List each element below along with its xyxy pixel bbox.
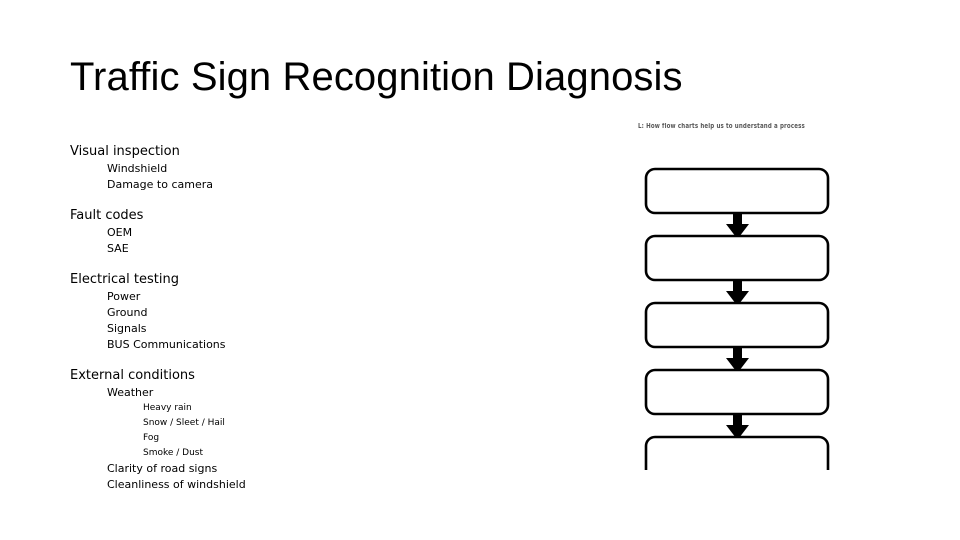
- list-item: OEM: [107, 226, 133, 239]
- list-item: BUS Communications: [107, 338, 226, 351]
- page-title: Traffic Sign Recognition Diagnosis: [70, 55, 683, 99]
- list-item: Damage to camera: [107, 178, 213, 191]
- outline-group: Fault codes OEM SAE: [70, 207, 560, 257]
- list-item: Windshield: [107, 162, 168, 175]
- list-item: Weather: [107, 386, 154, 399]
- list-item: Clarity of road signs: [107, 462, 218, 475]
- list-item: SAE: [107, 242, 129, 255]
- flowchart-box: [644, 368, 830, 416]
- flowchart-caption: L: How flow charts help us to understand…: [638, 123, 805, 131]
- list-item: Electrical testing: [70, 272, 179, 287]
- flowchart-box: [644, 234, 830, 282]
- list-item: Visual inspection: [70, 144, 180, 159]
- flowchart-arrow: [726, 347, 749, 373]
- list-item: Snow / Sleet / Hail: [143, 418, 225, 428]
- flowchart-arrow: [726, 213, 749, 239]
- list-item: Cleanliness of windshield: [107, 478, 246, 491]
- list-item: Power: [107, 290, 141, 303]
- flowchart-diagram: [644, 167, 830, 470]
- outline-group: External conditions Weather Heavy rain S…: [70, 367, 560, 493]
- list-item: Fog: [143, 433, 160, 443]
- list-item: Ground: [107, 306, 148, 319]
- list-item: Smoke / Dust: [143, 448, 204, 458]
- list-item: Signals: [107, 322, 147, 335]
- list-item: External conditions: [70, 368, 195, 383]
- list-item: Heavy rain: [143, 403, 192, 413]
- flowchart-arrow: [726, 414, 749, 440]
- flowchart-box: [644, 167, 830, 215]
- list-item: Fault codes: [70, 208, 144, 223]
- outline-group: Visual inspection Windshield Damage to c…: [70, 143, 560, 193]
- outline-group: Electrical testing Power Ground Signals …: [70, 271, 560, 353]
- flowchart-arrow: [726, 280, 749, 306]
- outline-list: Visual inspection Windshield Damage to c…: [70, 143, 560, 493]
- flowchart-box: [644, 301, 830, 349]
- flowchart-box: [644, 435, 830, 470]
- flowchart-image: L: How flow charts help us to understand…: [630, 118, 840, 470]
